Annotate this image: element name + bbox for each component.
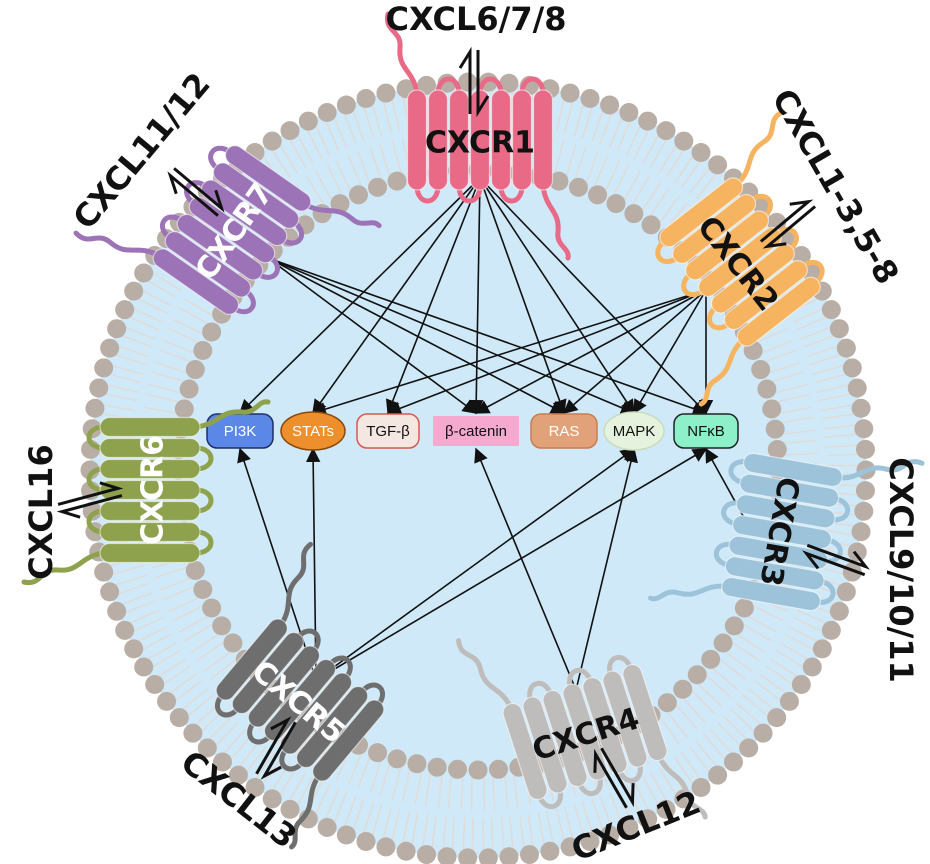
binding-symbol-cxcl16 <box>56 481 124 519</box>
pathway-node-tgfb: TGF-β <box>356 413 420 449</box>
pathway-node-pi3k: PI3K <box>206 413 274 449</box>
pathway-label-stats: STATs <box>292 423 334 440</box>
receptor-body-cxcr7 <box>73 145 382 315</box>
binding-symbol-cxcl11-12 <box>167 167 225 217</box>
arrow-cxcr5-nfkb <box>315 448 708 681</box>
pathway-label-mapk: MAPK <box>613 423 656 440</box>
pathway-label-tgfb: TGF-β <box>366 423 410 440</box>
arrow-cxcr2-ras <box>562 289 707 414</box>
pathway-label-bcatenin: β-catenin <box>445 423 507 440</box>
pathway-node-bcatenin: β-catenin <box>433 416 519 446</box>
ligand-label-cxcl6-7-8: CXCL6/7/8 <box>385 0 566 38</box>
binding-symbol-cxcl12 <box>593 747 635 809</box>
arrow-cxcr1-tgfb <box>386 177 481 415</box>
binding-symbol-cxcl6-7-8 <box>458 46 490 118</box>
pathway-label-pi3k: PI3K <box>224 423 257 440</box>
arrow-cxcr1-stats <box>312 177 481 415</box>
receptor-body-cxcr3 <box>648 452 925 612</box>
receptor-cxcr1[interactable]: CXCR1 <box>384 11 571 261</box>
arrow-cxcr1-bcatenin <box>469 177 484 415</box>
arrow-cxcr7-nfkb <box>267 257 708 416</box>
receptor-cxcr5[interactable]: CXCR5 <box>153 541 448 850</box>
arrow-cxcr1-nfkb <box>479 177 707 415</box>
receptor-label-cxcr1: CXCR1 <box>425 126 535 161</box>
binding-symbol-cxcl1-3-5-8 <box>759 199 817 249</box>
arrow-cxcr5-stats <box>305 447 321 681</box>
arrow-cxcr4-bcatenin <box>474 447 577 691</box>
receptor-cxcr2[interactable]: CXCR2 <box>590 109 894 407</box>
arrow-cxcr5-mapk <box>315 448 636 681</box>
ligand-label-cxcl9-10-11: CXCL9/10/11 <box>882 457 920 683</box>
arrow-cxcr7-bcatenin <box>267 257 478 414</box>
binding-symbol-cxcl9-10-11 <box>802 543 870 577</box>
arrow-cxcr7-ras <box>267 257 566 414</box>
pathway-node-nfkb: NFκB <box>673 413 739 449</box>
pathway-label-nfkb: NFκB <box>687 423 725 440</box>
arrow-cxcr2-stats <box>311 289 707 417</box>
receptor-label-cxcr6: CXCR6 <box>136 435 171 545</box>
receptor-body-cxcr2 <box>655 109 825 407</box>
arrow-cxcr7-mapk <box>267 257 636 415</box>
receptor-body-cxcr1 <box>384 11 571 261</box>
signaling-arrows <box>237 177 753 691</box>
pathway-nodes: PI3K STATs TGF-β β-catenin RAS MAPK NFκB <box>206 411 739 451</box>
receptor-body-cxcr6 <box>21 399 271 586</box>
arrow-cxcr1-pi3k <box>238 177 481 415</box>
arrow-cxcr4-mapk <box>575 447 638 691</box>
binding-symbol-cxcl13 <box>255 716 297 780</box>
receptor-cxcr3[interactable]: CXCR3 <box>648 420 925 640</box>
arrow-cxcr2-tgfb <box>386 289 707 416</box>
pathway-label-ras: RAS <box>549 423 580 440</box>
pathway-node-mapk: MAPK <box>603 411 665 451</box>
receptor-body-cxcr5 <box>214 541 386 850</box>
receptor-cxcr6[interactable]: CXCR6 <box>21 399 271 586</box>
pathway-node-ras: RAS <box>530 413 598 449</box>
arrow-cxcr2-bcatenin <box>474 289 707 414</box>
pathway-node-stats: STATs <box>280 411 346 451</box>
ligand-label-cxcl16: CXCL16 <box>22 444 60 579</box>
